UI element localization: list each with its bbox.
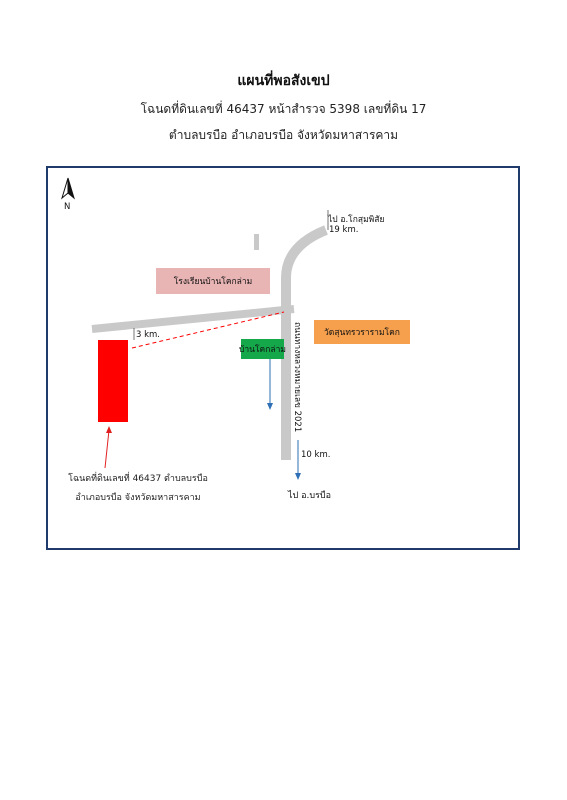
plot-pointer-arrowhead [106, 426, 112, 433]
north-arrow-icon [61, 177, 75, 200]
side-road-distance: 3 km. [136, 330, 161, 340]
direction-arrowhead-2 [295, 473, 301, 480]
village-landmark: บ้านโคกล่าม [239, 339, 286, 359]
school-landmark: โรงเรียนบ้านโคกล่าม [156, 268, 270, 294]
to-kosum-label: ไป อ.โกสุมพิสัย [328, 215, 385, 225]
plot-caption-line1: โฉนดที่ดินเลขที่ 46437 ตำบลบรบือ [68, 474, 208, 484]
to-borabue-label: ไป อ.บรบือ [288, 491, 332, 501]
to-kosum-distance: 19 km. [329, 225, 359, 235]
deed-subtitle: โฉนดที่ดินเลขที่ 46437 หน้าสำรวจ 5398 เล… [140, 102, 427, 116]
plot-pointer-line [104, 429, 110, 469]
north-label: N [64, 202, 71, 212]
map-canvas [61, 177, 329, 480]
to-borabue-distance: 10 km. [301, 450, 331, 460]
plot-caption-line2: อำเภอบรบือ จังหวัดมหาสารคาม [75, 493, 201, 503]
land-plot [98, 340, 128, 422]
direction-arrowhead-1 [267, 403, 273, 410]
highway-road-label: ถนนทางหลวงหมายเลข 2021 [292, 322, 302, 433]
map-title: แผนที่พอสังเขป [237, 73, 330, 89]
plot-connector-line [131, 311, 285, 349]
plot-caption: โฉนดที่ดินเลขที่ 46437 ตำบลบรบือ อำเภอบร… [68, 470, 208, 508]
location-subtitle: ตำบลบรบือ อำเภอบรบือ จังหวัดมหาสารคาม [168, 128, 399, 142]
temple-landmark: วัดสุนทรวรารามโคก [314, 320, 410, 344]
highway-2021-road [281, 225, 328, 460]
landmark-marker [254, 234, 259, 250]
map-frame: N ไป อ.โกสุมพิสัย 19 km. โรงเรียนบ้านโคก… [46, 166, 520, 550]
side-road [91, 305, 295, 333]
